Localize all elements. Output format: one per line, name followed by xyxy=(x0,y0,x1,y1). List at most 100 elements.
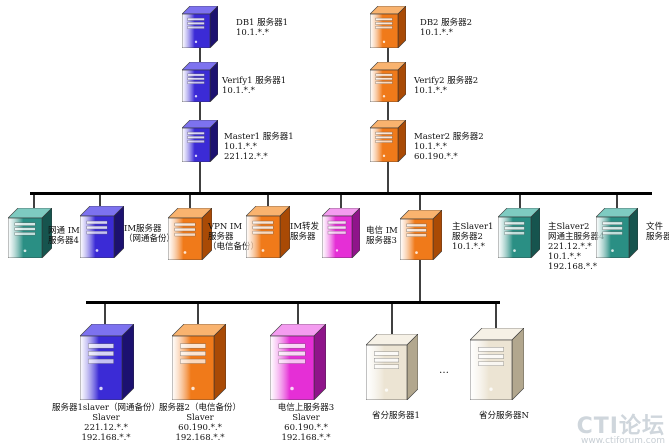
server-icon xyxy=(7,207,53,259)
server-label-line: 主Slaver1 xyxy=(452,222,494,232)
server-label-line: 10.1.*.* xyxy=(236,28,269,38)
server-label: 省分服务器N xyxy=(434,411,574,421)
server-label-line: 221.12.*.* xyxy=(224,152,268,162)
server-label-line: 服务器 xyxy=(208,232,234,242)
server-node xyxy=(181,5,219,52)
server-label-line: 10.1.*.* xyxy=(222,86,255,96)
server-icon xyxy=(369,119,407,163)
server-icon xyxy=(369,5,407,49)
server-label-line: VPN IM xyxy=(208,222,243,232)
server-icon xyxy=(79,205,125,259)
server-label-line: Slaver xyxy=(186,413,214,423)
server-node xyxy=(369,61,407,106)
server-label-line: 服务器1slaver（网通备份） xyxy=(52,403,160,413)
server-icon xyxy=(497,207,541,259)
server-icon xyxy=(469,327,525,401)
server-label-line: Slaver xyxy=(292,413,320,423)
server-label-line: Slaver xyxy=(92,413,120,423)
server-label-line: 电信 IM xyxy=(366,226,398,236)
server-label-line: 10.1.*.* xyxy=(548,252,581,262)
server-label-line: 服务器2 xyxy=(452,232,483,242)
server-label-line: DB1 服务器1 xyxy=(236,18,289,28)
server-label-line: Master1 服务器1 xyxy=(224,132,294,142)
server-icon xyxy=(365,333,419,401)
server-icon xyxy=(595,207,639,259)
server-label-line: 60.190.*.* xyxy=(414,152,458,162)
server-node xyxy=(497,207,541,262)
server-label-line: 221.12.*.* xyxy=(548,242,592,252)
server-label-line: 192.168.*.* xyxy=(548,262,598,272)
server-node xyxy=(365,333,419,404)
ellipsis-label: … xyxy=(439,365,449,376)
server-label-line: 服务器3 xyxy=(366,236,397,246)
server-node xyxy=(369,119,407,166)
server-label-line: IM转发 xyxy=(290,222,320,232)
server-node xyxy=(79,323,135,404)
server-node xyxy=(369,5,407,52)
server-node xyxy=(469,327,525,404)
server-node xyxy=(399,209,443,264)
server-label-line: Verify1 服务器1 xyxy=(222,76,287,86)
server-label-line: 60.190.*.* xyxy=(178,423,222,433)
server-label: IM服务器（网通备份） xyxy=(124,224,175,244)
server-icon xyxy=(245,205,291,259)
server-label-line: 10.1.*.* xyxy=(414,86,447,96)
server-label-line: Master2 服务器2 xyxy=(414,132,484,142)
server-node xyxy=(7,207,53,262)
server-icon xyxy=(269,323,327,401)
main-bus-line xyxy=(30,192,652,195)
server-node xyxy=(181,119,219,166)
server-label-line: 192.168.*.* xyxy=(175,433,225,443)
server-node xyxy=(181,61,219,106)
server-node xyxy=(79,205,125,262)
server-label-line: 主Slaver2 xyxy=(548,222,590,232)
server-icon xyxy=(167,207,213,261)
server-label-line: 省分服务器N xyxy=(479,411,529,421)
server-label: 省分服务器1 xyxy=(326,411,466,421)
server-label-line: 221.12.*.* xyxy=(84,423,128,433)
server-label-line: 192.168.*.* xyxy=(281,433,331,443)
server-label-line: 服务器 xyxy=(646,232,669,242)
server-label-line: DB2 服务器2 xyxy=(420,18,473,28)
server-label-line: 文件 xyxy=(646,222,664,232)
server-node xyxy=(269,323,327,404)
server-icon xyxy=(79,323,135,401)
server-label-line: 网通主服务器4 xyxy=(548,232,605,242)
watermark-logo: CTI论坛 xyxy=(576,414,665,439)
server-label-line: 服务器 xyxy=(290,232,316,242)
server-label-line: 192.168.*.* xyxy=(81,433,131,443)
server-icon xyxy=(321,207,361,259)
server-label-line: 10.1.*.* xyxy=(452,242,485,252)
server-icon xyxy=(399,209,443,261)
server-label-line: （网通备份） xyxy=(124,234,176,244)
watermark-url: www.ctiforum.com xyxy=(580,436,665,446)
server-label-line: 网通 IM xyxy=(48,226,80,236)
lower-bus-line xyxy=(86,301,500,304)
server-node xyxy=(171,323,227,404)
server-node xyxy=(245,205,291,262)
server-icon xyxy=(181,5,219,49)
server-label-line: 10.1.*.* xyxy=(420,28,453,38)
server-label-line: 60.190.*.* xyxy=(284,423,328,433)
server-label: 文件服务器 xyxy=(646,222,669,242)
server-label-line: 省分服务器1 xyxy=(372,411,420,421)
server-icon xyxy=(181,119,219,163)
server-label-line: Verify2 服务器2 xyxy=(414,76,479,86)
watermark: CTI论坛 www.ctiforum.com xyxy=(577,408,665,446)
server-label-line: 10.1.*.* xyxy=(224,142,257,152)
server-node xyxy=(167,207,213,264)
server-label-line: IM服务器 xyxy=(124,224,162,234)
server-icon xyxy=(369,61,407,103)
